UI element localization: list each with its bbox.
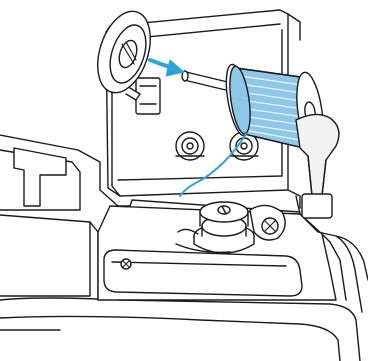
machine-base bbox=[0, 298, 360, 361]
spool-bracket bbox=[136, 78, 160, 114]
spool-stand bbox=[296, 114, 339, 218]
screw-icon bbox=[262, 218, 278, 234]
